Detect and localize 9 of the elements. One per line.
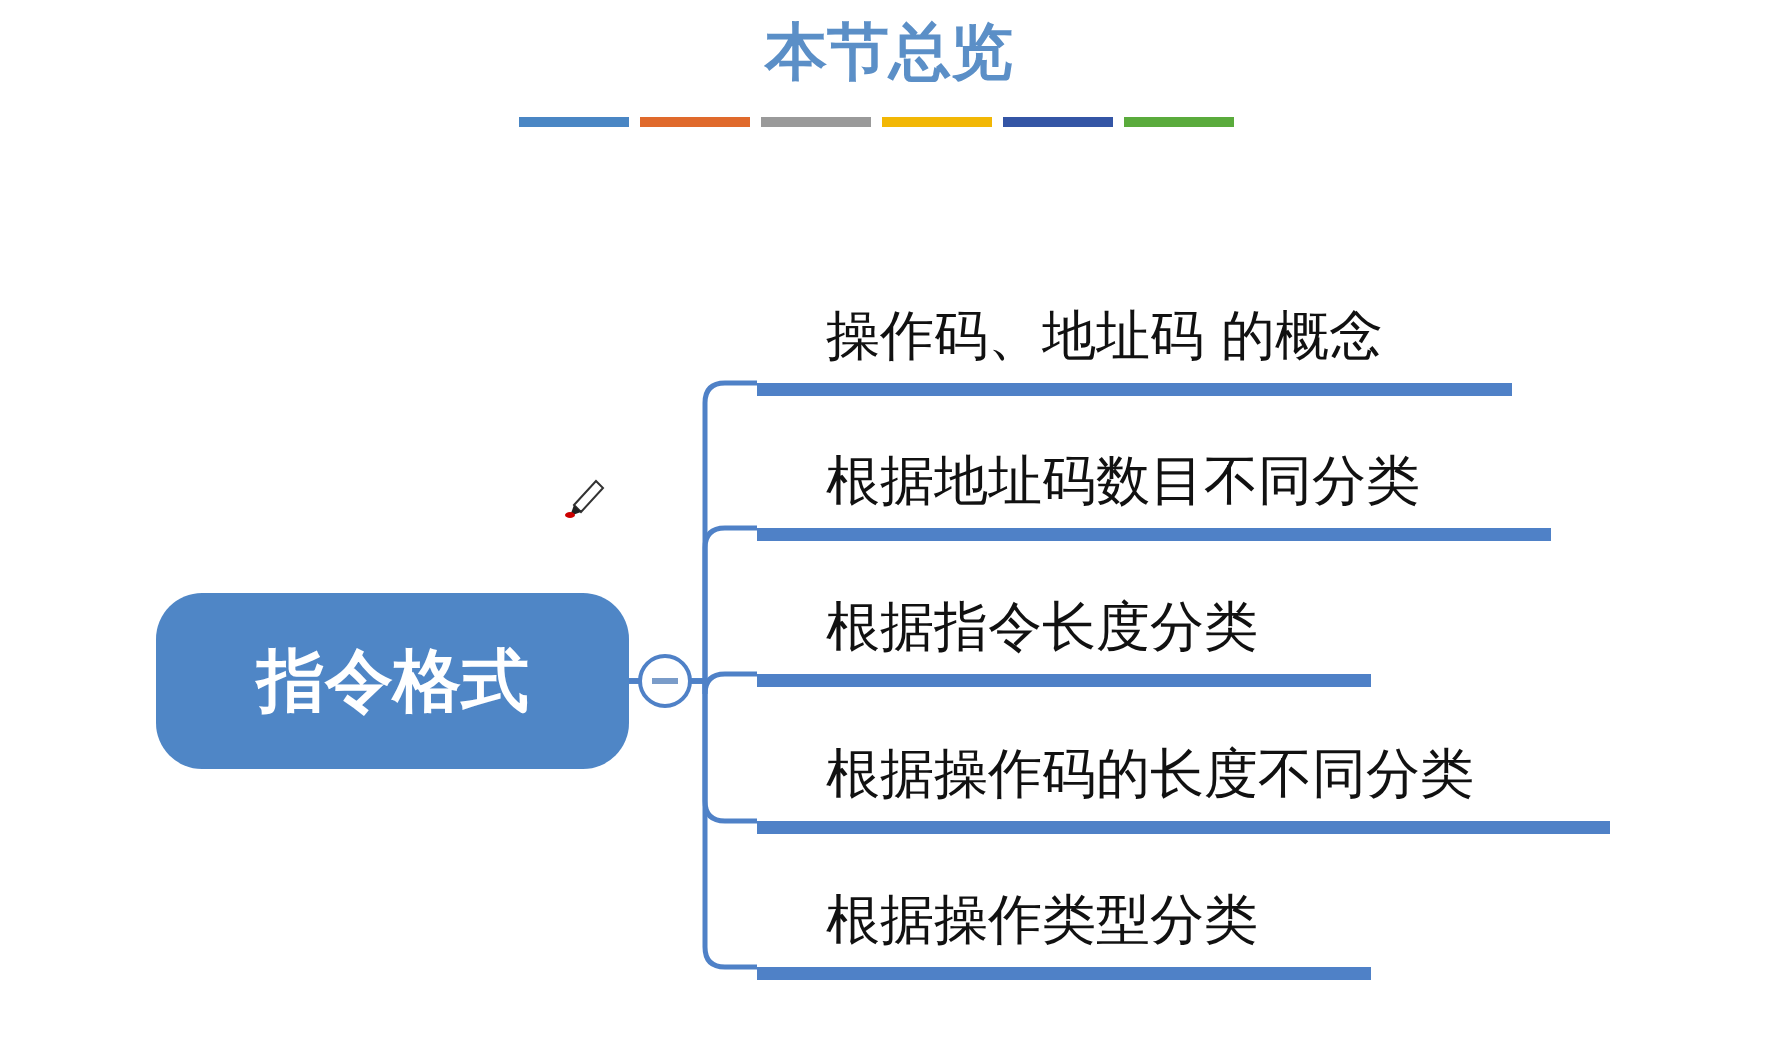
topic-text: 根据操作码的长度不同分类 bbox=[826, 742, 1474, 807]
central-topic-box bbox=[156, 593, 629, 769]
topic-text: 操作码、地址码 的概念 bbox=[826, 304, 1384, 369]
title: 本节总览 bbox=[765, 15, 1013, 88]
topic-text: 根据地址码数目不同分类 bbox=[826, 449, 1420, 514]
topic-text: 根据指令长度分类 bbox=[826, 595, 1258, 660]
branch-connector bbox=[629, 678, 757, 970]
central-topic-text: 指令格式 bbox=[256, 639, 529, 722]
topic-text: 根据操作类型分类 bbox=[826, 888, 1258, 953]
